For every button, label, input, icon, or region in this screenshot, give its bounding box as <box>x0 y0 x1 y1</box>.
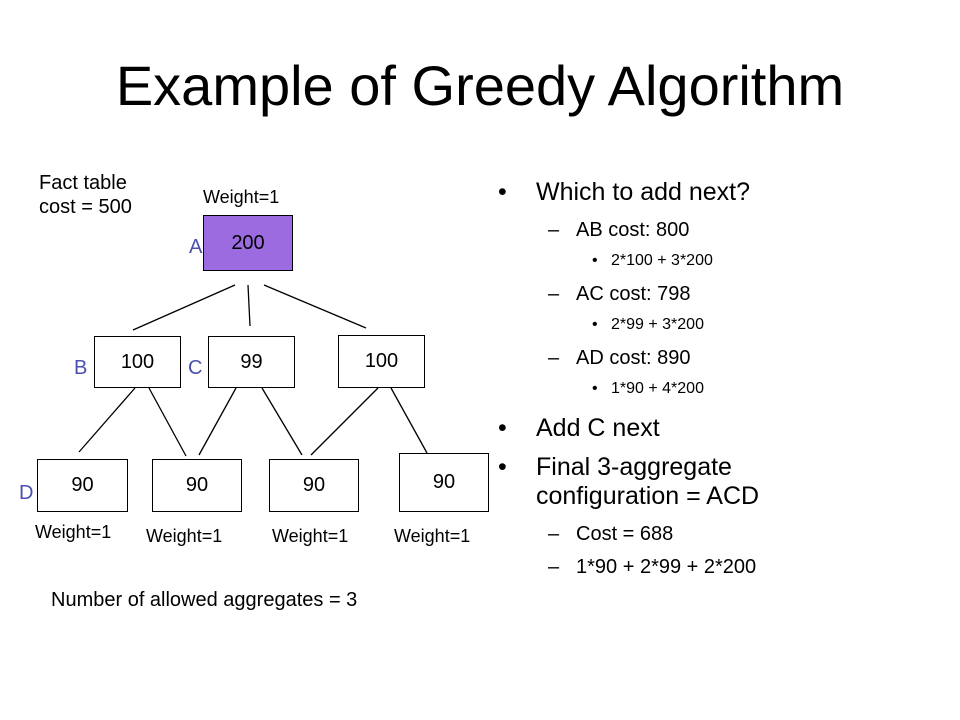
subbullet-ac-cost: – AC cost: 798 <box>498 282 938 306</box>
node-d4: 90 <box>399 453 489 512</box>
bullet-mark: • <box>498 452 507 481</box>
bullet-mark: • <box>498 178 507 206</box>
bullet-which-next: • Which to add next? <box>498 178 938 208</box>
subbullet-text: AD cost: 890 <box>576 346 691 369</box>
subsubbullet-mark: • <box>592 251 598 269</box>
subbullet-ab-cost: – AB cost: 800 <box>498 218 938 242</box>
weight-label-d2: Weight=1 <box>146 526 223 546</box>
node-letter-a: A <box>189 236 203 258</box>
node-letter-d: D <box>19 482 34 504</box>
subbullet-cost-calc: – 1*90 + 2*99 + 2*200 <box>498 555 938 579</box>
edge-a-b <box>132 284 236 331</box>
allowed-aggregates-note: Number of allowed aggregates = 3 <box>51 589 358 611</box>
subbullet-text: 1*90 + 2*99 + 2*200 <box>576 555 757 578</box>
subbullet-mark: – <box>548 555 560 578</box>
edge-third-d4 <box>390 387 428 454</box>
node-d3-value: 90 <box>302 474 326 496</box>
subsubbullet-mark: • <box>592 379 598 397</box>
node-d3: 90 <box>269 459 359 512</box>
edge-c-d2 <box>198 387 237 456</box>
bullet-text: Final 3-aggregate configuration = ACD <box>536 452 760 511</box>
node-b-value: 100 <box>120 350 155 373</box>
bullet-text: Which to add next? <box>536 178 751 206</box>
weight-label-d1: Weight=1 <box>35 522 112 542</box>
fact-table-line1: Fact table <box>39 172 127 194</box>
node-third: 100 <box>338 335 425 388</box>
node-d1-value: 90 <box>71 474 94 496</box>
node-c-value: 99 <box>240 350 263 373</box>
subbullet-cost: – Cost = 688 <box>498 522 938 546</box>
subbullet-text: AC cost: 798 <box>576 282 691 305</box>
subsubbullet-text: 1*90 + 4*200 <box>611 379 704 397</box>
subsubbullet-ac-calc: • 2*99 + 3*200 <box>498 315 938 334</box>
slide-title: Example of Greedy Algorithm <box>115 54 845 117</box>
fact-table-label: Fact table cost = 500 <box>39 171 132 219</box>
edge-c-d3 <box>261 387 303 456</box>
node-d2: 90 <box>152 459 242 512</box>
edge-a-third <box>263 284 367 329</box>
subbullet-mark: – <box>548 346 560 369</box>
node-third-value: 100 <box>364 350 399 372</box>
subsubbullet-text: 2*100 + 3*200 <box>611 251 713 269</box>
subsubbullet-ad-calc: • 1*90 + 4*200 <box>498 379 938 398</box>
edge-third-d3 <box>310 387 379 456</box>
node-a-value: 200 <box>231 231 265 254</box>
node-letter-b: B <box>74 357 88 379</box>
bullet-list: • Which to add next? – AB cost: 800 • 2*… <box>498 178 938 579</box>
node-b: 100 <box>94 336 181 388</box>
node-d4-value: 90 <box>432 471 456 493</box>
node-d1: 90 <box>37 459 128 512</box>
subbullet-text: AB cost: 800 <box>576 218 690 241</box>
subsubbullet-text: 2*99 + 3*200 <box>611 315 704 333</box>
bullet-final-config: • Final 3-aggregate configuration = ACD <box>498 453 876 512</box>
bullet-text: Add C next <box>536 414 660 443</box>
weight-label-d3: Weight=1 <box>272 526 349 546</box>
subsubbullet-mark: • <box>592 315 598 333</box>
node-c: 99 <box>208 336 295 388</box>
node-d2-value: 90 <box>185 474 209 496</box>
bullet-add-c: • Add C next <box>498 414 938 444</box>
node-letter-c: C <box>188 357 203 379</box>
weight-label-a: Weight=1 <box>203 187 280 207</box>
subbullet-mark: – <box>548 282 560 305</box>
edge-b-d1 <box>78 387 136 453</box>
bullet-mark: • <box>498 414 507 443</box>
edge-b-d2 <box>148 387 187 457</box>
fact-table-line2: cost = 500 <box>39 196 132 218</box>
weight-label-d4: Weight=1 <box>394 526 471 546</box>
subbullet-text: Cost = 688 <box>576 522 674 545</box>
node-a: 200 <box>203 215 293 271</box>
subbullet-mark: – <box>548 218 560 241</box>
subbullet-mark: – <box>548 522 560 545</box>
subsubbullet-ab-calc: • 2*100 + 3*200 <box>498 251 938 270</box>
edge-a-c <box>247 284 251 327</box>
subbullet-ad-cost: – AD cost: 890 <box>498 346 938 370</box>
